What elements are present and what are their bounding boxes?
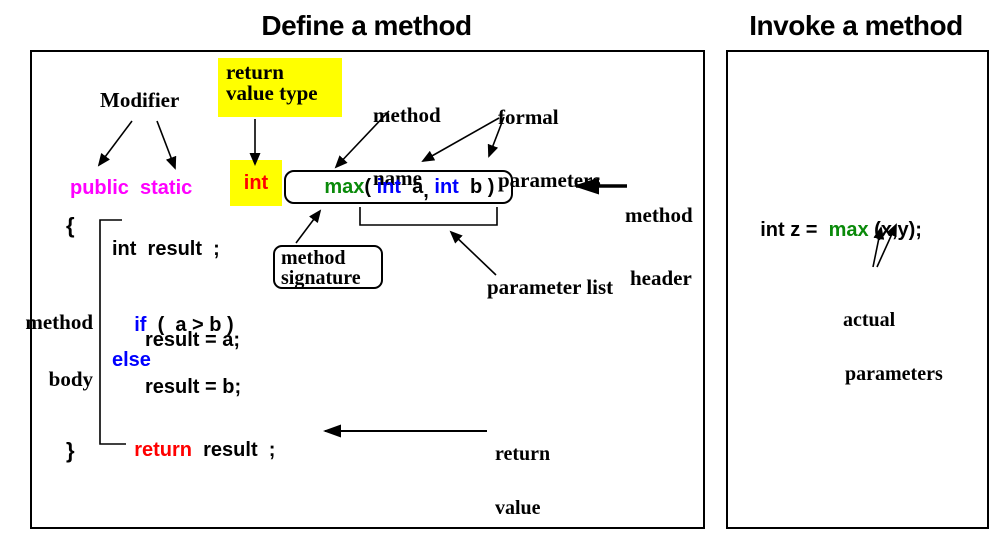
modifier-label: Modifier <box>100 88 180 112</box>
code-return-type-box: int <box>230 160 282 206</box>
define-method-title: Define a method <box>261 10 472 41</box>
code-param2-name: b ) <box>458 175 495 198</box>
code-method-name: max <box>324 175 365 198</box>
formal-parameters-line1: formal <box>498 105 559 129</box>
formal-parameters-label: formal parameters <box>498 65 601 233</box>
invoke-arguments: (x,y); <box>868 219 922 241</box>
actual-parameters-line2: parameters <box>845 363 943 385</box>
invoke-method-name: max <box>828 219 869 241</box>
formal-parameters-line2: parameters <box>498 168 601 192</box>
code-declaration: int result ; <box>112 238 220 260</box>
code-comma: , <box>423 179 429 202</box>
code-return-expression: result ; <box>192 439 276 461</box>
code-param1-type: int <box>376 175 402 198</box>
return-value-label: return value <box>495 409 550 533</box>
invoke-lhs: int z = <box>760 219 829 241</box>
method-body-line1: method <box>25 310 93 334</box>
method-signature-line2: signature <box>281 267 361 289</box>
method-name-line2: name <box>373 166 422 190</box>
method-signature-line1: method <box>281 247 346 269</box>
code-close-brace: } <box>66 438 75 463</box>
code-param2-type: int <box>434 175 459 198</box>
code-param1-name: a <box>401 175 424 198</box>
code-then-statement: result = a; <box>145 329 241 351</box>
parameter-list-label: parameter list <box>487 275 614 299</box>
method-header-line2: header <box>630 266 692 290</box>
method-signature-box: max( int a, int b ) <box>284 170 513 204</box>
invoke-method-panel <box>726 50 989 529</box>
code-return-keyword: return <box>134 439 193 461</box>
method-signature-label: method signature <box>273 245 383 289</box>
return-value-line2: value <box>495 497 541 519</box>
return-value-line1: return <box>495 443 551 465</box>
code-else-statement: result = b; <box>145 376 242 398</box>
code-if-condition: ( a > b ) <box>146 314 234 336</box>
code-modifiers: public static <box>70 177 193 199</box>
method-name-line1: method <box>373 103 441 127</box>
return-value-type-label: return value type <box>218 58 342 117</box>
actual-parameters-line1: actual <box>843 309 896 331</box>
code-open-paren: ( <box>364 175 377 198</box>
actual-parameters-label: actual parameters <box>843 275 943 419</box>
code-return-statement: return result ; <box>112 416 275 485</box>
method-body-line2: body <box>48 367 93 391</box>
code-open-brace: { <box>66 213 75 238</box>
return-value-type-line1: return <box>226 60 284 84</box>
invoke-code-line: int z = max (x,y); <box>738 196 922 265</box>
return-value-type-line2: value type <box>226 81 318 105</box>
method-header-line1: method <box>625 203 693 227</box>
method-header-label: method header <box>625 163 693 331</box>
method-body-label: method body <box>14 275 93 427</box>
invoke-method-title: Invoke a method <box>749 10 963 41</box>
code-else-keyword: else <box>112 349 151 371</box>
code-if-statement: if ( a > b ) <box>112 291 234 360</box>
code-return-type: int <box>243 172 269 194</box>
code-if-keyword: if <box>134 314 147 336</box>
